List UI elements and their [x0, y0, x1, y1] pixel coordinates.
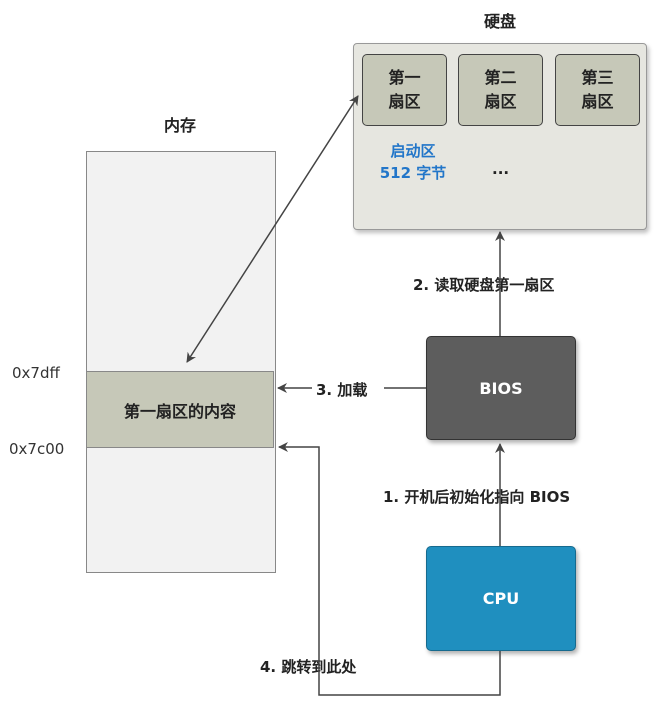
- cpu-label: CPU: [482, 589, 520, 608]
- address-top: 0x7dff: [12, 364, 60, 382]
- bios-box: BIOS: [426, 336, 576, 440]
- sector-label: 第二: [484, 68, 517, 87]
- sector-label: 扇区: [484, 92, 517, 111]
- step-1-label: 1. 开机后初始化指向 BIOS: [383, 488, 571, 506]
- sector-label: 扇区: [388, 92, 421, 111]
- step-3-label: 3. 加载: [316, 381, 368, 399]
- disk-title: 硬盘: [483, 12, 516, 31]
- arrow-cpu-jump: [278, 442, 501, 696]
- boot-label-line1: 启动区: [390, 142, 436, 160]
- disk-sector-1: 第一 扇区: [362, 54, 447, 126]
- sector-label: 第一: [388, 68, 421, 87]
- disk-ellipsis: ...: [492, 160, 510, 178]
- address-bottom: 0x7c00: [9, 440, 65, 458]
- sector-label: 扇区: [581, 92, 614, 111]
- step-2-label: 2. 读取硬盘第一扇区: [413, 276, 555, 294]
- boot-sector-label: 启动区 512 字节: [368, 140, 458, 184]
- disk-sector-2: 第二 扇区: [458, 54, 543, 126]
- disk-sector-3: 第三 扇区: [555, 54, 640, 126]
- boot-label-line2: 512 字节: [379, 164, 447, 182]
- step-4-label: 4. 跳转到此处: [260, 658, 357, 676]
- memory-sector-label: 第一扇区的内容: [123, 401, 236, 421]
- arrow-disk-to-memory: [186, 95, 359, 363]
- bios-label: BIOS: [479, 378, 523, 398]
- memory-first-sector: 第一扇区的内容: [86, 371, 274, 448]
- cpu-box: CPU: [426, 546, 576, 651]
- sector-label: 第三: [581, 68, 614, 87]
